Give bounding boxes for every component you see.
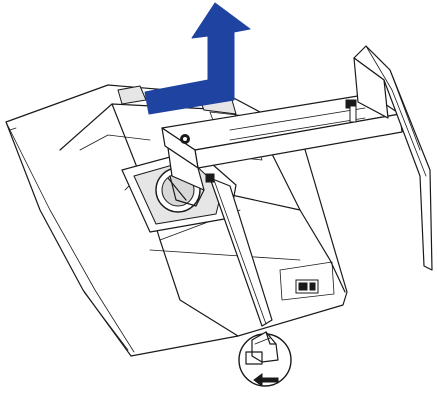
left-arrow-icon <box>253 373 279 387</box>
button-leader <box>205 173 273 327</box>
upward-arrow-icon <box>144 2 251 115</box>
stand-base <box>353 45 433 271</box>
stand-neck <box>161 93 403 207</box>
port-symbol-icon <box>295 279 319 294</box>
button-press-icon <box>245 331 279 365</box>
